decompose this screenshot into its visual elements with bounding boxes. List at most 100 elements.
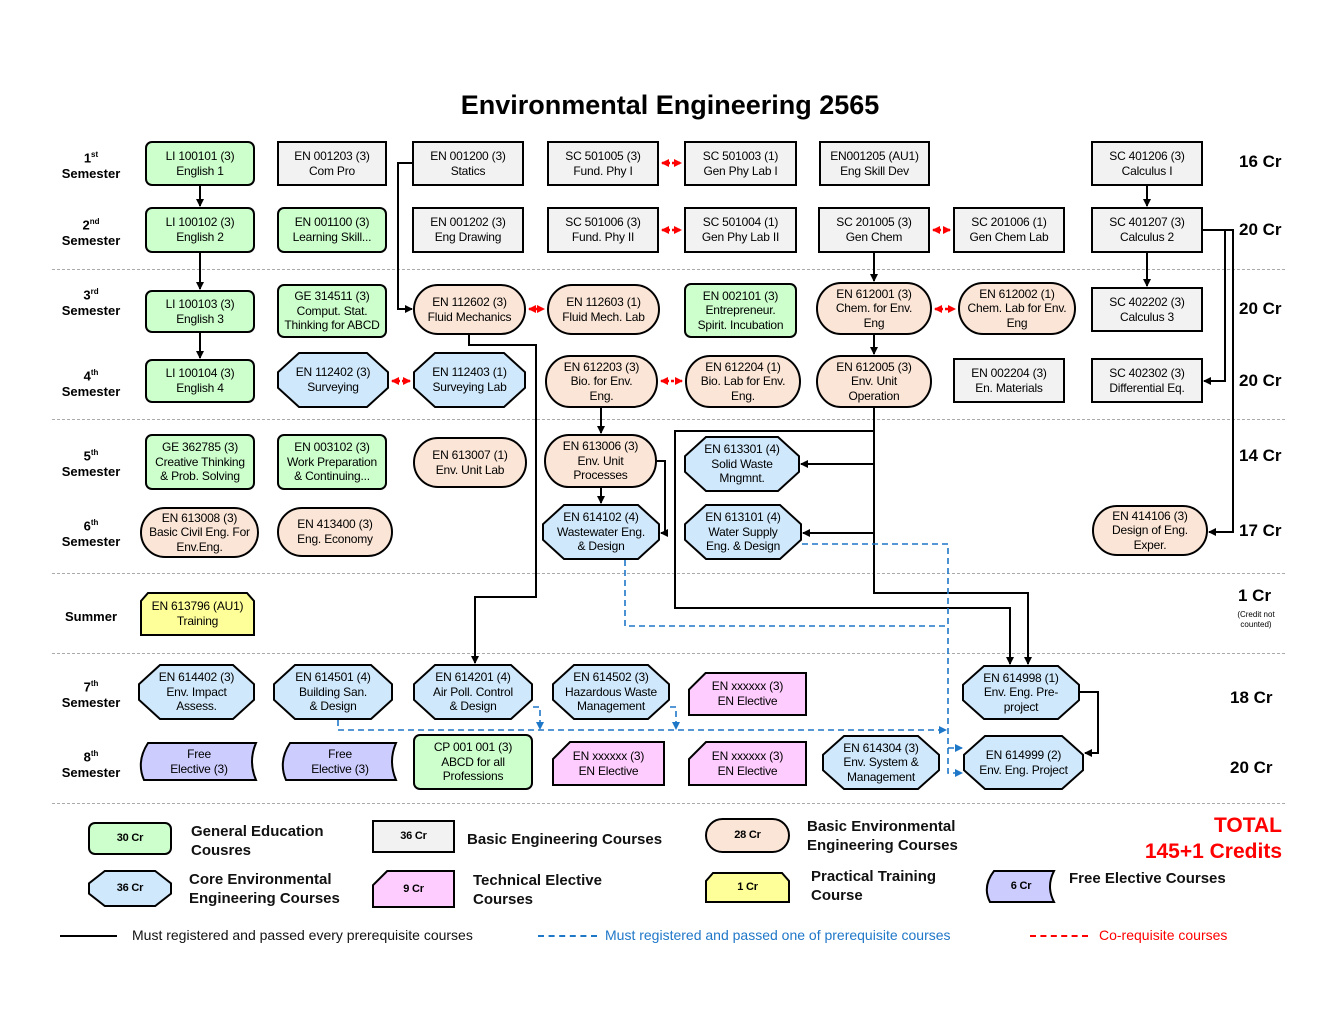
course-node-general[interactable]: GE 362785 (3)Creative Thinking& Prob. So…	[145, 434, 255, 490]
course-node-basic[interactable]: EN 002204 (3)En. Materials	[953, 358, 1065, 403]
course-node-tech[interactable]: EN xxxxxx (3)EN Elective	[688, 741, 807, 786]
course-shape	[953, 358, 1065, 403]
course-node-envbasic[interactable]: EN 612204 (1)Bio. Lab for Env.Eng.	[685, 355, 801, 408]
legend-swatch-training: 1 Cr	[705, 872, 790, 903]
prerequisite-arrow	[674, 430, 1014, 665]
course-node-envbasic[interactable]: EN 612002 (1)Chem. Lab for Env.Eng	[958, 282, 1076, 335]
course-node-core[interactable]: EN 614304 (3)Env. System &Management	[822, 735, 940, 790]
course-node-basic[interactable]: SC 402202 (3)Calculus 3	[1091, 287, 1203, 332]
course-shape	[953, 207, 1065, 253]
course-node-general[interactable]: EN 001100 (3)Learning Skill...	[277, 207, 387, 253]
course-node-basic[interactable]: SC 201005 (3)Gen Chem	[818, 207, 930, 253]
course-title: English 2	[176, 230, 224, 244]
course-node-basic[interactable]: EN 001203 (3)Com Pro	[277, 141, 387, 186]
course-title: EN Elective	[578, 763, 639, 778]
course-node-basic[interactable]: SC 201006 (1)Gen Chem Lab	[953, 207, 1065, 253]
course-node-envbasic[interactable]: EN 413400 (3)Eng. Economy	[277, 507, 393, 557]
semester-text: Semester	[61, 384, 121, 400]
course-title: Gen Phy Lab I	[703, 163, 778, 178]
course-text: EN xxxxxx (3)EN Elective	[688, 741, 807, 786]
course-shape	[273, 664, 393, 720]
course-node-envbasic[interactable]: EN 112603 (1)Fluid Mech. Lab	[547, 284, 660, 335]
course-text: EN001205 (AU1)Eng Skill Dev	[819, 141, 930, 186]
course-node-envbasic[interactable]: EN 112602 (3)Fluid Mechanics	[413, 284, 526, 335]
semester-ordinal: th	[90, 679, 99, 688]
course-text: EN 614304 (3)Env. System &Management	[822, 735, 940, 790]
course-node-core[interactable]: EN 614102 (4)Wastewater Eng.& Design	[542, 504, 660, 560]
course-node-basic[interactable]: SC 401207 (3)Calculus 2	[1091, 207, 1203, 253]
course-node-general[interactable]: LI 100102 (3)English 2	[145, 207, 255, 253]
course-node-basic[interactable]: SC 401206 (3)Calculus I	[1091, 141, 1203, 186]
course-shape	[277, 507, 393, 557]
course-node-basic[interactable]: SC 501006 (3)Fund. Phy II	[547, 207, 659, 253]
course-title: Env. System &	[843, 755, 919, 770]
course-node-core[interactable]: EN 614998 (1)Env. Eng. Pre-project	[962, 665, 1080, 720]
course-title: Statics	[450, 163, 486, 178]
legend-label: Technical Elective Courses	[473, 872, 602, 908]
course-title: Fluid Mechanics	[427, 309, 512, 324]
semester-credits: 14 Cr	[1239, 446, 1282, 465]
course-title: Fund. Phy II	[571, 230, 635, 244]
course-node-training[interactable]: EN 613796 (AU1)Training	[140, 592, 255, 636]
course-shape	[816, 355, 932, 408]
course-node-tech[interactable]: EN xxxxxx (3)EN Elective	[552, 741, 665, 786]
course-node-general[interactable]: LI 100103 (3)English 3	[145, 290, 255, 333]
course-shape	[413, 352, 526, 408]
course-node-basic[interactable]: EN001205 (AU1)Eng Skill Dev	[819, 141, 930, 186]
course-node-core[interactable]: EN 614501 (4)Building San.& Design	[273, 664, 393, 720]
course-title: Eng. & Design	[705, 539, 781, 554]
course-node-basic[interactable]: EN 001200 (3)Statics	[412, 141, 524, 186]
legend-line-label: Co-requisite courses	[1099, 927, 1228, 943]
course-code: Free	[187, 746, 211, 761]
course-title: Mngmnt.	[719, 471, 765, 486]
course-code: EN 612005 (3)	[836, 359, 912, 374]
course-title: Fund. Phy I	[573, 163, 633, 178]
course-node-core[interactable]: EN 112402 (3)Surveying	[277, 352, 389, 408]
course-title: Eng.	[589, 388, 614, 403]
course-text: EN 001100 (3)Learning Skill...	[277, 207, 387, 253]
course-node-basic[interactable]: SC 402302 (3)Differential Eq.	[1091, 358, 1203, 403]
course-node-core[interactable]: EN 614999 (2)Env. Eng. Project	[963, 735, 1084, 790]
course-node-general[interactable]: EN 003102 (3)Work Preparation& Continuin…	[277, 434, 387, 490]
course-title: Env. Unit Lab	[435, 462, 505, 477]
course-node-basic[interactable]: SC 501003 (1)Gen Phy Lab I	[684, 141, 797, 186]
course-node-tech[interactable]: EN xxxxxx (3)EN Elective	[688, 672, 807, 716]
course-node-envbasic[interactable]: EN 612203 (3)Bio. for Env.Eng.	[545, 355, 658, 408]
course-node-basic[interactable]: SC 501005 (3)Fund. Phy I	[547, 141, 659, 186]
course-text: EN 002101 (3)Entrepreneur.Spirit. Incuba…	[684, 283, 797, 338]
course-shape	[1092, 505, 1208, 556]
course-node-core[interactable]: EN 614201 (4)Air Poll. Control& Design	[413, 664, 533, 720]
course-title: Basic Civil Eng. For	[149, 525, 250, 540]
course-node-basic[interactable]: EN 001202 (3)Eng Drawing	[412, 207, 524, 253]
course-title: Processes	[573, 468, 628, 483]
course-node-envbasic[interactable]: EN 613007 (1)Env. Unit Lab	[413, 437, 527, 488]
semester-credits: 20 Cr	[1230, 758, 1273, 777]
course-node-basic[interactable]: SC 501004 (1)Gen Phy Lab II	[684, 207, 797, 253]
course-text: LI 100103 (3)English 3	[145, 290, 255, 333]
one-of-prereq-line	[624, 560, 948, 627]
prerequisite-arrow	[873, 408, 1032, 665]
course-node-envbasic[interactable]: EN 612001 (3)Chem. for Env.Eng	[816, 282, 932, 335]
course-title: Air Poll. Control	[433, 684, 513, 699]
course-shape	[552, 664, 670, 720]
course-title: project	[1003, 699, 1039, 714]
course-node-envbasic[interactable]: EN 414106 (3)Design of Eng.Exper.	[1092, 505, 1208, 556]
course-node-core[interactable]: EN 112403 (1)Surveying Lab	[413, 352, 526, 408]
course-node-general[interactable]: EN 002101 (3)Entrepreneur.Spirit. Incuba…	[684, 283, 797, 338]
course-node-general[interactable]: LI 100104 (3)English 4	[145, 359, 255, 403]
course-node-general[interactable]: GE 314511 (3)Comput. Stat.Thinking for A…	[277, 284, 387, 338]
course-node-general[interactable]: LI 100101 (3)English 1	[145, 141, 255, 186]
